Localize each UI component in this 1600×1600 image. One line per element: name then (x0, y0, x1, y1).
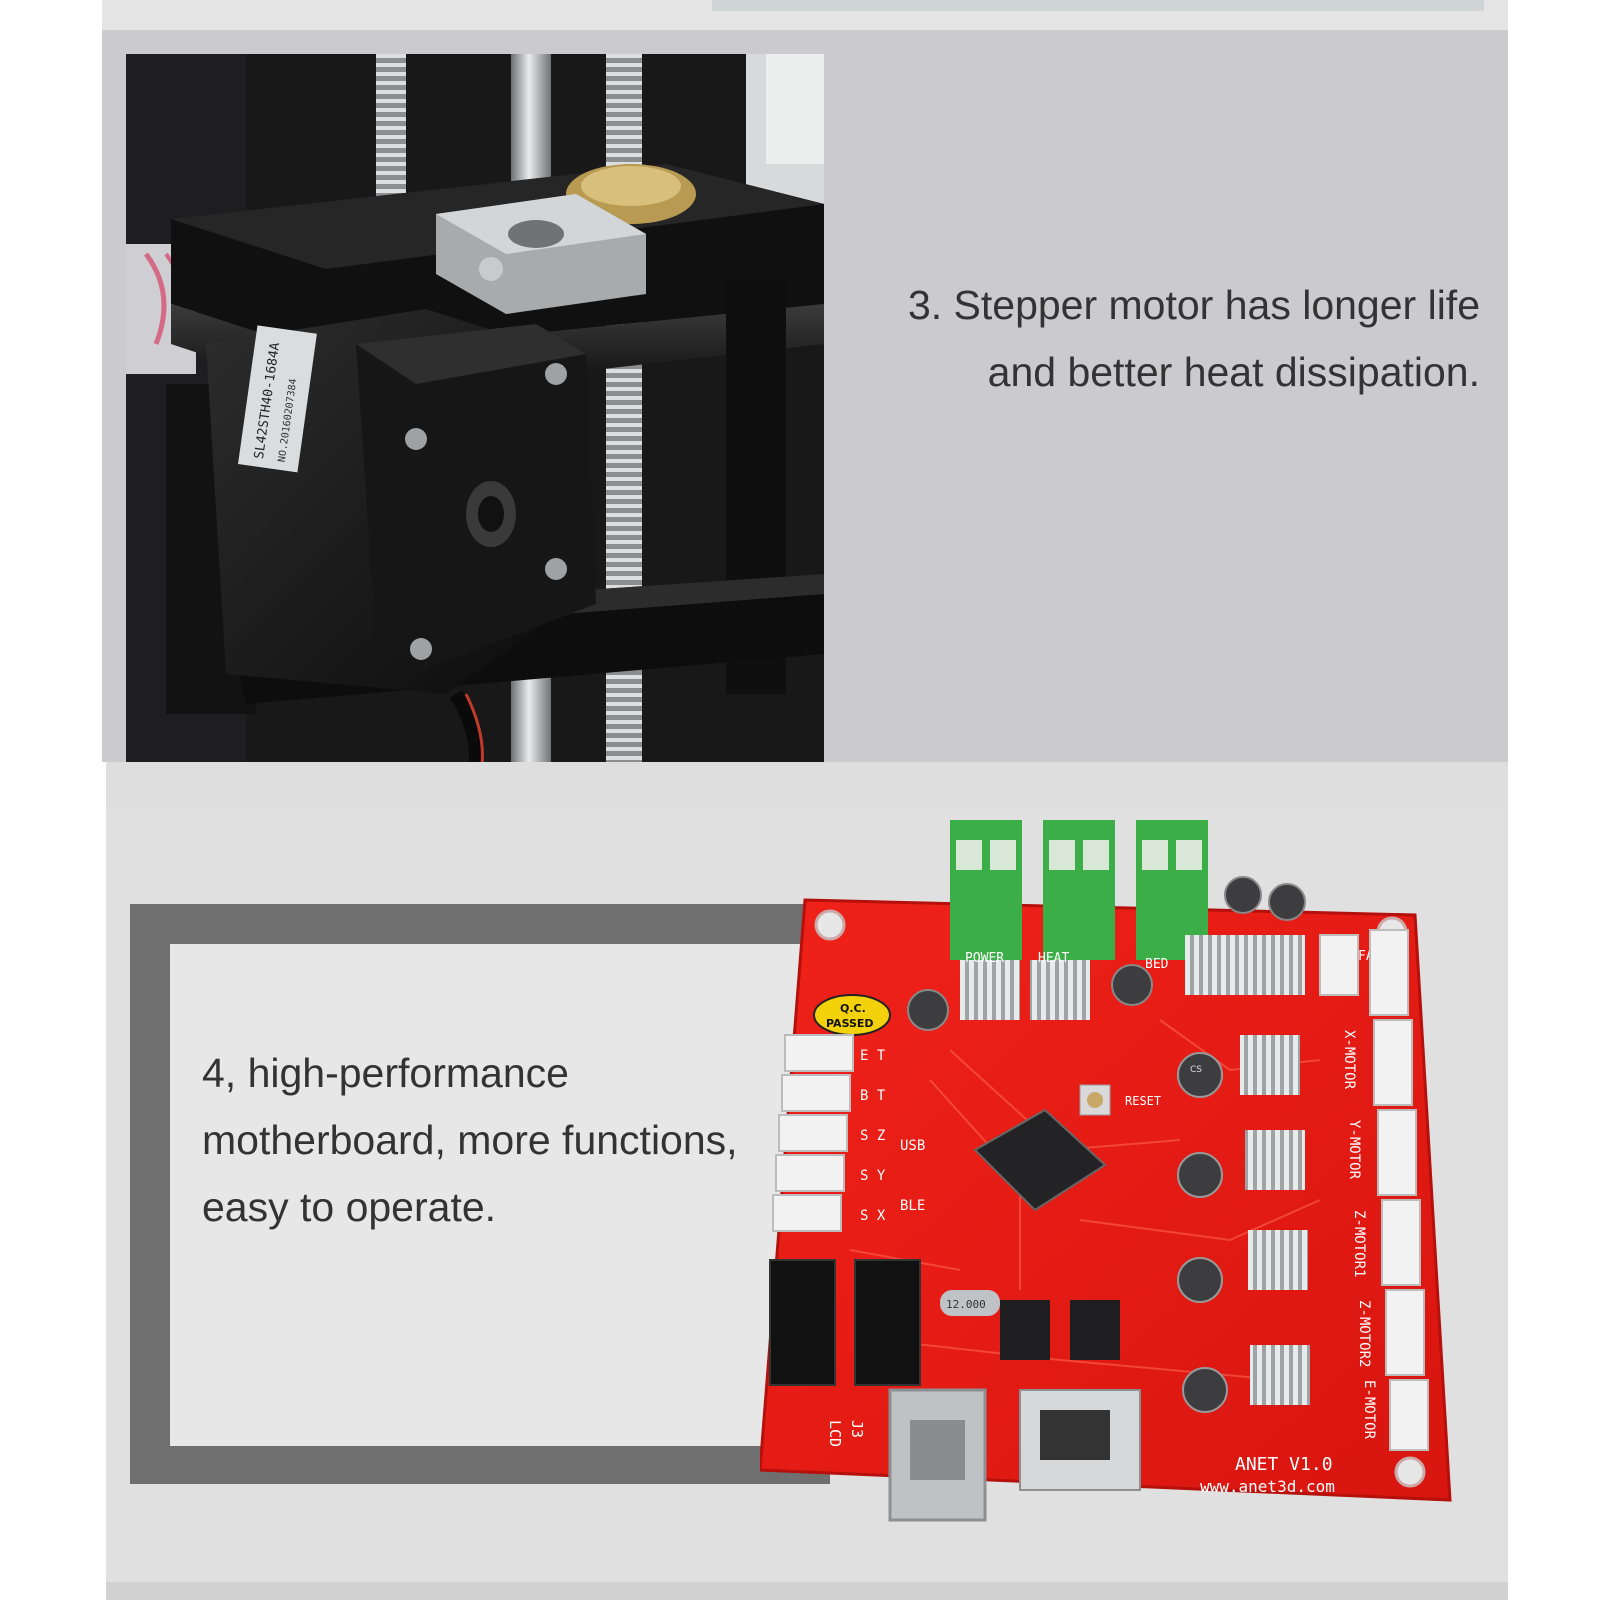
motor-caption-line-1: 3. Stepper motor has longer life (907, 282, 1480, 328)
motherboard-illustration: POWER HEAT BED FAN Q.C. PASSED E T B T S… (758, 820, 1452, 1522)
heat-label: HEAT (1038, 951, 1069, 966)
motherboard-caption: 4, high-performance motherboard, more fu… (202, 1040, 822, 1241)
usb-label: USB (900, 1138, 925, 1154)
stepper-motor-illustration: SL42STH40-1684A NO.20160207384 (126, 54, 824, 784)
top-strip-bar (712, 0, 1484, 11)
ble-label: BLE (900, 1198, 925, 1214)
reset-label: RESET (1125, 1094, 1161, 1108)
j3-label: J3 (848, 1420, 866, 1438)
stepper-motor-photo: SL42STH40-1684A NO.20160207384 (126, 54, 824, 784)
board-website-label: www.anet3d.com (1200, 1477, 1335, 1496)
motor-caption-line-2: and better heat dissipation. (987, 349, 1480, 395)
e-motor-label: E-MOTOR (1361, 1380, 1377, 1440)
y-motor-label: Y-MOTOR (1346, 1120, 1362, 1180)
caption-panel (170, 944, 830, 1446)
motherboard-section-band (106, 762, 1508, 806)
motherboard-caption-line-3: easy to operate. (202, 1184, 497, 1230)
z-motor2-label: Z-MOTOR2 (1356, 1300, 1372, 1367)
motherboard-photo: POWER HEAT BED FAN Q.C. PASSED E T B T S… (758, 820, 1480, 1590)
endstop-label-sz: S Z (860, 1128, 885, 1144)
capacitor-label: CS (1190, 1065, 1202, 1075)
z-motor1-label: Z-MOTOR1 (1351, 1210, 1367, 1277)
qc-label: Q.C. (840, 1002, 866, 1015)
motor-caption: 3. Stepper motor has longer life and bet… (840, 272, 1480, 406)
crystal-label: 12.000 (946, 1298, 986, 1311)
passed-label: PASSED (826, 1017, 874, 1030)
power-label: POWER (965, 951, 1004, 966)
lcd-label: LCD (826, 1420, 844, 1447)
board-model-label: ANET V1.0 (1235, 1454, 1333, 1475)
x-motor-label: X-MOTOR (1341, 1030, 1357, 1090)
bed-label: BED (1145, 957, 1169, 972)
endstop-label-bt: B T (860, 1088, 886, 1104)
motherboard-caption-line-1: 4, high-performance (202, 1050, 569, 1096)
endstop-label-sy: S Y (860, 1168, 886, 1184)
endstop-label-sx: S X (860, 1208, 886, 1224)
bottom-divider (106, 1582, 1508, 1600)
endstop-label-et: E T (860, 1048, 886, 1064)
motherboard-caption-line-2: motherboard, more functions, (202, 1117, 738, 1163)
